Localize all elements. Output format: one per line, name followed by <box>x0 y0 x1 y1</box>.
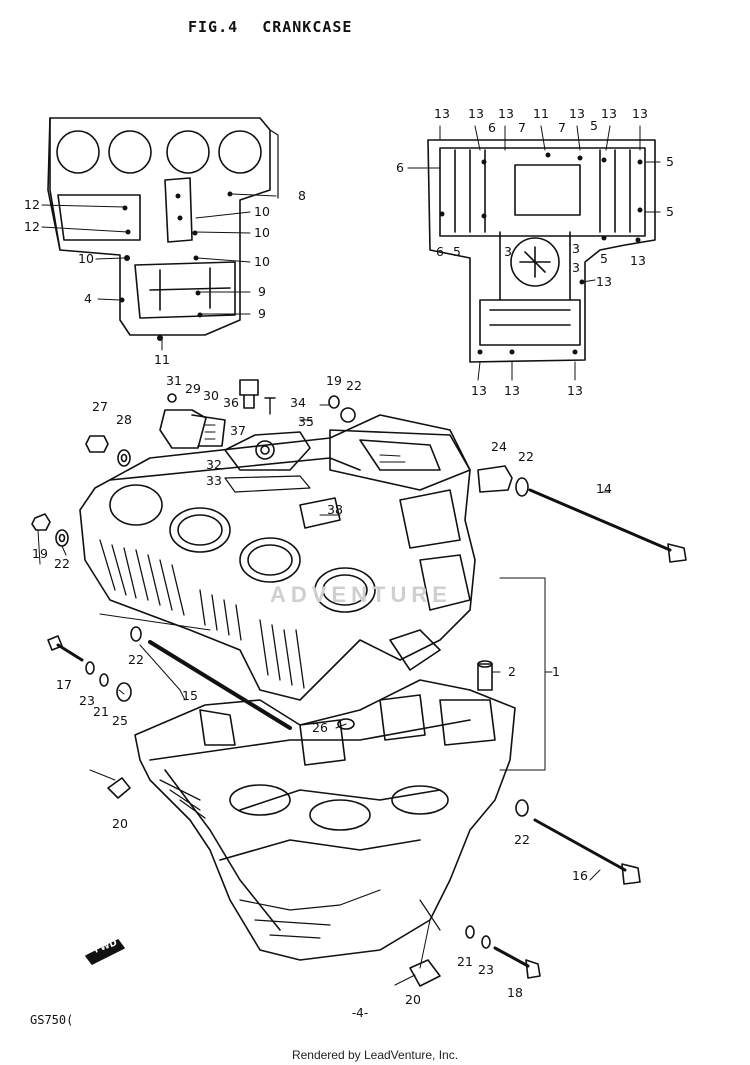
callout-20: 20 <box>405 991 421 1007</box>
breather-parts <box>159 379 331 493</box>
callout-6: 6 <box>436 243 444 259</box>
callout-30: 30 <box>203 387 219 403</box>
callout-17: 17 <box>56 676 72 692</box>
callout-3: 3 <box>572 259 580 275</box>
callout-5: 5 <box>590 117 598 133</box>
callout-29: 29 <box>185 380 201 396</box>
page-number: -4- <box>351 1006 369 1020</box>
callout-13: 13 <box>471 382 487 398</box>
callout-9: 9 <box>258 305 266 321</box>
callout-13: 13 <box>596 273 612 289</box>
callout-22: 22 <box>514 831 530 847</box>
callout-13: 13 <box>630 252 646 268</box>
callout-34: 34 <box>290 394 306 410</box>
callout-31: 31 <box>166 372 182 388</box>
callout-13: 13 <box>601 105 617 121</box>
callout-9: 9 <box>258 283 266 299</box>
callout-23: 23 <box>478 961 494 977</box>
callout-11: 11 <box>533 105 549 121</box>
callout-10: 10 <box>254 253 270 269</box>
callout-15: 15 <box>182 687 198 703</box>
callout-26: 26 <box>312 719 328 735</box>
callout-36: 36 <box>223 394 239 410</box>
callout-13: 13 <box>504 382 520 398</box>
callout-10: 10 <box>254 224 270 240</box>
footer-credit: Rendered by LeadVenture, Inc. <box>291 1048 459 1062</box>
callout-2: 2 <box>508 663 516 679</box>
figure-name: CRANKCASE <box>262 18 353 36</box>
callout-7: 7 <box>518 119 526 135</box>
fwd-arrow <box>85 939 125 965</box>
callout-5: 5 <box>453 243 461 259</box>
callout-1: 1 <box>552 663 560 679</box>
callout-22: 22 <box>54 555 70 571</box>
callout-19: 19 <box>32 545 48 561</box>
callout-27: 27 <box>92 398 108 414</box>
callout-23: 23 <box>79 692 95 708</box>
callout-7: 7 <box>558 119 566 135</box>
lower-case-inset <box>407 125 661 381</box>
model-code: GS750( <box>30 1013 74 1027</box>
callout-32: 32 <box>206 456 222 472</box>
callout-6: 6 <box>488 119 496 135</box>
upper-case-inset <box>41 117 279 351</box>
callout-22: 22 <box>346 377 362 393</box>
callout-21: 21 <box>93 703 109 719</box>
callout-4: 4 <box>84 290 92 306</box>
callout-3: 3 <box>572 240 580 256</box>
callout-22: 22 <box>128 651 144 667</box>
callout-18: 18 <box>507 984 523 1000</box>
callout-25: 25 <box>112 712 128 728</box>
callout-12: 12 <box>24 218 40 234</box>
callout-5: 5 <box>666 203 674 219</box>
callout-13: 13 <box>434 105 450 121</box>
callout-5: 5 <box>600 250 608 266</box>
callout-13: 13 <box>567 382 583 398</box>
callout-13: 13 <box>632 105 648 121</box>
callout-35: 35 <box>298 413 314 429</box>
upper-crankcase <box>79 414 476 701</box>
callout-16: 16 <box>572 867 588 883</box>
watermark: ADVENTURE <box>270 582 452 607</box>
callout-14: 14 <box>596 480 612 496</box>
callout-6: 6 <box>396 159 404 175</box>
figure-title: FIG.4 CRANKCASE <box>188 18 366 36</box>
callout-37: 37 <box>230 422 246 438</box>
callout-13: 13 <box>468 105 484 121</box>
leader-lines <box>37 491 611 986</box>
callout-8: 8 <box>298 187 306 203</box>
callout-19: 19 <box>326 372 342 388</box>
lower-crankcase <box>134 679 516 961</box>
callout-13: 13 <box>569 105 585 121</box>
callout-3: 3 <box>504 243 512 259</box>
callout-38: 38 <box>327 501 343 517</box>
callout-20: 20 <box>112 815 128 831</box>
figure-number: FIG.4 <box>188 18 239 36</box>
fasteners <box>31 395 687 987</box>
callout-10: 10 <box>78 250 94 266</box>
callout-5: 5 <box>666 153 674 169</box>
callout-11: 11 <box>154 351 170 367</box>
callout-10: 10 <box>254 203 270 219</box>
callout-21: 21 <box>457 953 473 969</box>
callout-33: 33 <box>206 472 222 488</box>
callout-28: 28 <box>116 411 132 427</box>
callout-12: 12 <box>24 196 40 212</box>
callout-13: 13 <box>498 105 514 121</box>
callout-22: 22 <box>518 448 534 464</box>
callout-24: 24 <box>491 438 507 454</box>
